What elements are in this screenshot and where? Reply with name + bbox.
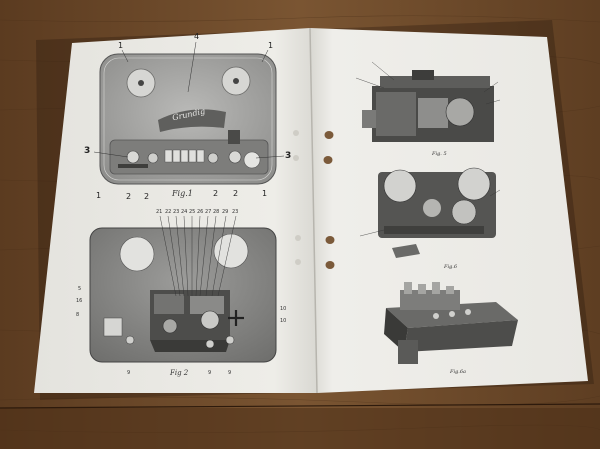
fig1-tape-recorder bbox=[93, 41, 285, 185]
fig2-callout-bottom: 9 bbox=[127, 370, 131, 376]
fig1-left-reel bbox=[126, 68, 156, 98]
fig2-callout-top: 23 bbox=[232, 209, 239, 215]
fig1-right-reel bbox=[221, 66, 251, 96]
fig2-callout-top: 21 bbox=[156, 209, 163, 215]
fig1-callout-right: 3 bbox=[285, 151, 292, 161]
punch-hole bbox=[325, 261, 335, 269]
fig5-chassis-three-quarter bbox=[384, 282, 518, 364]
fig1-logo-plate bbox=[158, 109, 226, 132]
fig2-callout-left: 16 bbox=[76, 298, 83, 304]
fig2-right-reel bbox=[213, 233, 249, 269]
fig2-callout-bottom: 9 bbox=[208, 370, 212, 376]
fig2-callout-top: 24 bbox=[181, 209, 188, 215]
fig2-callout-top: 23 bbox=[173, 209, 180, 215]
fig2-chassis bbox=[89, 215, 277, 363]
fig2-callout-left: 5 bbox=[78, 286, 82, 292]
punch-hole bbox=[325, 236, 335, 244]
fig2-callout-top: 26 bbox=[197, 209, 204, 215]
fig1-callout-bottom: 1 bbox=[262, 189, 268, 198]
fig2-callout-top: 29 bbox=[222, 209, 229, 215]
fig2-caption: Fig 2 bbox=[170, 369, 189, 377]
fig5-caption: Fig.6a bbox=[450, 369, 467, 375]
fig1-callout-bottom: 2 bbox=[233, 189, 239, 198]
fig1-callout-top-center: 4 bbox=[194, 32, 200, 41]
fig2-callout-bottom: 9 bbox=[228, 370, 232, 376]
punch-holes bbox=[323, 131, 335, 269]
fig4-deck-top bbox=[359, 167, 501, 258]
fig2-callout-left: 8 bbox=[76, 312, 80, 318]
punch-hole bbox=[323, 156, 333, 164]
fig2-mechanism bbox=[150, 290, 230, 352]
fig1-callout-bottom: 2 bbox=[213, 189, 219, 198]
fig2-callout-top: 27 bbox=[205, 209, 212, 215]
fig2-callout-top: 22 bbox=[165, 209, 172, 215]
fig1-callout-bottom: 2 bbox=[126, 192, 132, 201]
punch-hole bbox=[324, 131, 334, 139]
fig2-callout-top: 25 bbox=[189, 209, 196, 215]
fig2-callout-top: 28 bbox=[213, 209, 220, 215]
fig1-callout-left: 3 bbox=[84, 146, 91, 156]
fig2-left-reel bbox=[119, 236, 155, 272]
fig1-callout-top-right: 1 bbox=[268, 41, 274, 50]
fig1-callout-bottom: 2 bbox=[144, 192, 150, 201]
fig2-callout-right: 10 bbox=[280, 318, 287, 324]
fig2-callout-right: 10 bbox=[280, 306, 287, 312]
fig1-piano-keys bbox=[164, 149, 205, 163]
fig3-mechanism-side bbox=[355, 61, 501, 142]
table-edge bbox=[0, 408, 600, 449]
fig1-callout-top-left: 1 bbox=[118, 41, 124, 50]
fig4-caption: Fig.6 bbox=[444, 264, 458, 270]
booklet-spine bbox=[309, 27, 318, 394]
fig1-caption: Fig.1 bbox=[172, 189, 193, 198]
fig1-callout-bottom: 1 bbox=[96, 191, 102, 200]
fig1-knobs bbox=[126, 150, 261, 169]
fig3-caption: Fig. 5 bbox=[432, 151, 447, 157]
